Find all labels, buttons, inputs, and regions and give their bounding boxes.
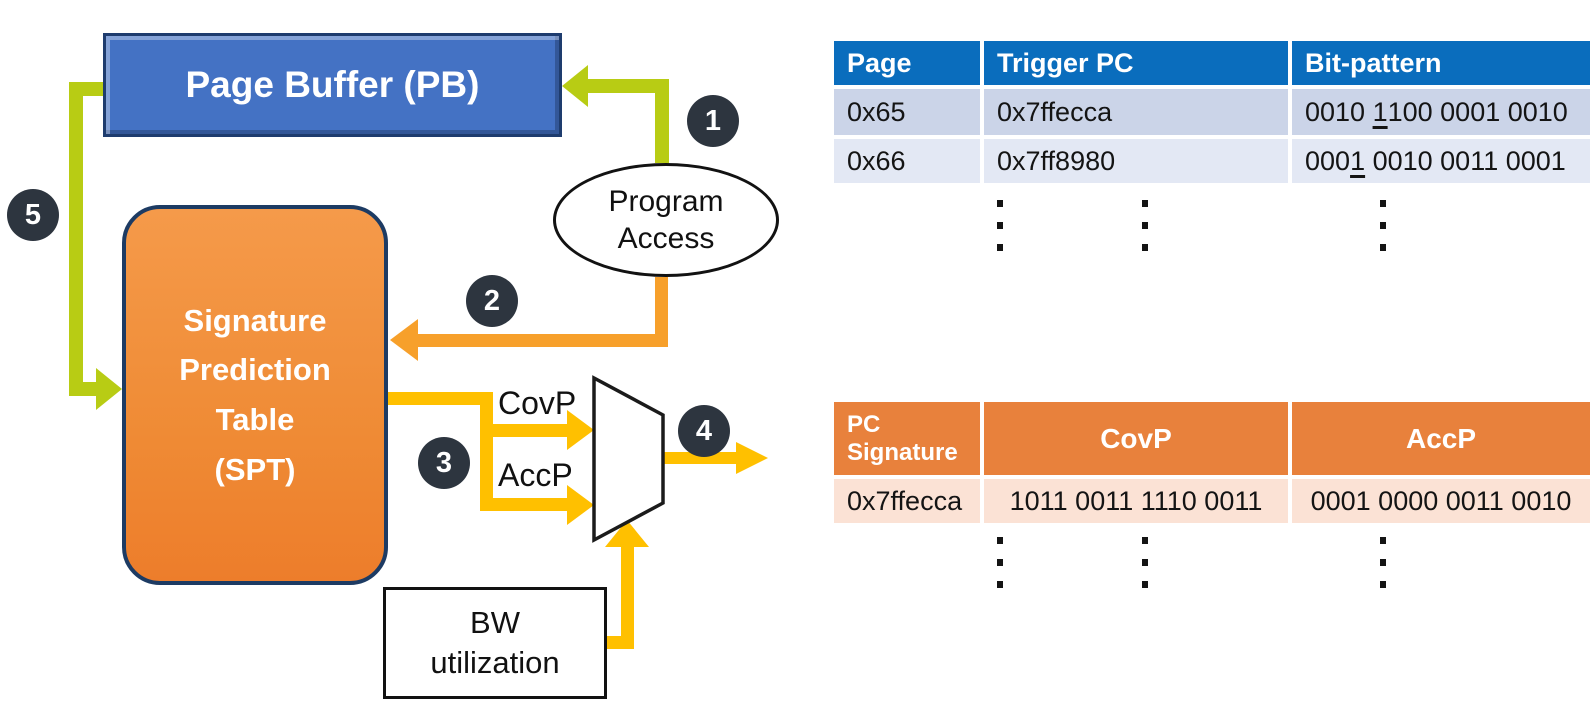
- step-badge-1: 1: [687, 95, 739, 147]
- spt-table: PC Signature CovP AccP 0x7ffecca 1011 00…: [834, 402, 1590, 523]
- access-to-pb-line-horizontal: [586, 79, 669, 93]
- ellipsis-dots: [997, 537, 1003, 588]
- bw-utilization-label: BW utilization: [430, 604, 560, 680]
- bit-pattern-underlined-bit: 1: [1350, 145, 1366, 176]
- covp-flow-label: CovP: [498, 385, 577, 421]
- bw-utilization-box: BW utilization: [383, 587, 607, 699]
- spt-output-line-horizontal: [388, 392, 493, 405]
- spt-table-header-pc-signature: PC Signature: [834, 402, 980, 475]
- step-badge-3: 3: [418, 437, 470, 489]
- page-buffer-label: Page Buffer (PB): [185, 64, 480, 105]
- bit-pattern-underlined-bit: 1: [1372, 96, 1388, 127]
- arrowhead-accp-into-mux: [567, 485, 594, 525]
- spt-table-cell-accp: 0001 0000 0011 0010: [1292, 479, 1590, 523]
- bit-pattern-suffix: 0010 0011 0001: [1365, 145, 1566, 176]
- feedback-line-vertical: [69, 82, 83, 396]
- page-table-cell-trigger-pc: 0x7ffecca: [984, 89, 1288, 135]
- arrowhead-prediction-output: [736, 442, 768, 474]
- page-table-cell-page: 0x66: [834, 139, 980, 183]
- arrowhead-into-spt-right: [390, 319, 418, 361]
- page-table-cell-trigger-pc: 0x7ff8980: [984, 139, 1288, 183]
- spt-output-line-vertical: [480, 392, 493, 511]
- bit-pattern-suffix: 100 0001 0010: [1387, 96, 1568, 127]
- ellipsis-dots: [1142, 537, 1148, 588]
- access-to-pb-line-vertical: [655, 79, 669, 163]
- step-badge-4: 4: [678, 405, 730, 457]
- bw-line-vertical: [621, 546, 634, 649]
- spt-table-cell-pc-signature: 0x7ffecca: [834, 479, 980, 523]
- access-to-spt-line-vertical: [655, 277, 668, 346]
- arrowhead-into-pb-right: [562, 65, 588, 107]
- spt-table-header-accp: AccP: [1292, 402, 1590, 475]
- page-table-header-page: Page: [834, 41, 980, 85]
- spt-table-cell-covp: 1011 0011 1110 0011: [984, 479, 1288, 523]
- covp-arm-line: [493, 424, 567, 437]
- spt-label: Signature Prediction Table (SPT): [179, 302, 331, 487]
- program-access-ellipse: Program Access: [553, 163, 779, 277]
- access-to-spt-line-horizontal: [416, 334, 668, 347]
- ellipsis-dots: [1380, 537, 1386, 588]
- page-buffer-box: Page Buffer (PB): [103, 33, 562, 137]
- program-access-label: Program Access: [608, 184, 724, 256]
- arrowhead-into-spt-left: [96, 368, 122, 410]
- bit-pattern-prefix: 0010: [1305, 96, 1373, 127]
- bit-pattern-prefix: 000: [1305, 145, 1351, 176]
- page-table: Page Trigger PC Bit-pattern 0x65 0x7ffec…: [834, 41, 1590, 183]
- accp-arm-line: [493, 498, 567, 511]
- accp-flow-label: AccP: [498, 457, 573, 493]
- prediction-output-line: [663, 452, 736, 464]
- arrowhead-covp-into-mux: [567, 410, 594, 450]
- page-table-cell-page: 0x65: [834, 89, 980, 135]
- step-badge-2: 2: [466, 275, 518, 327]
- ellipsis-dots: [1380, 200, 1386, 251]
- mux-shape: [592, 375, 665, 543]
- spt-table-header-covp: CovP: [984, 402, 1288, 475]
- ellipsis-dots: [1142, 200, 1148, 251]
- feedback-line-bottom: [69, 382, 97, 396]
- signature-prediction-table-box: Signature Prediction Table (SPT): [122, 205, 388, 585]
- page-table-header-trigger-pc: Trigger PC: [984, 41, 1288, 85]
- ellipsis-dots: [997, 200, 1003, 251]
- step-badge-5: 5: [7, 189, 59, 241]
- page-table-header-bit-pattern: Bit-pattern: [1292, 41, 1590, 85]
